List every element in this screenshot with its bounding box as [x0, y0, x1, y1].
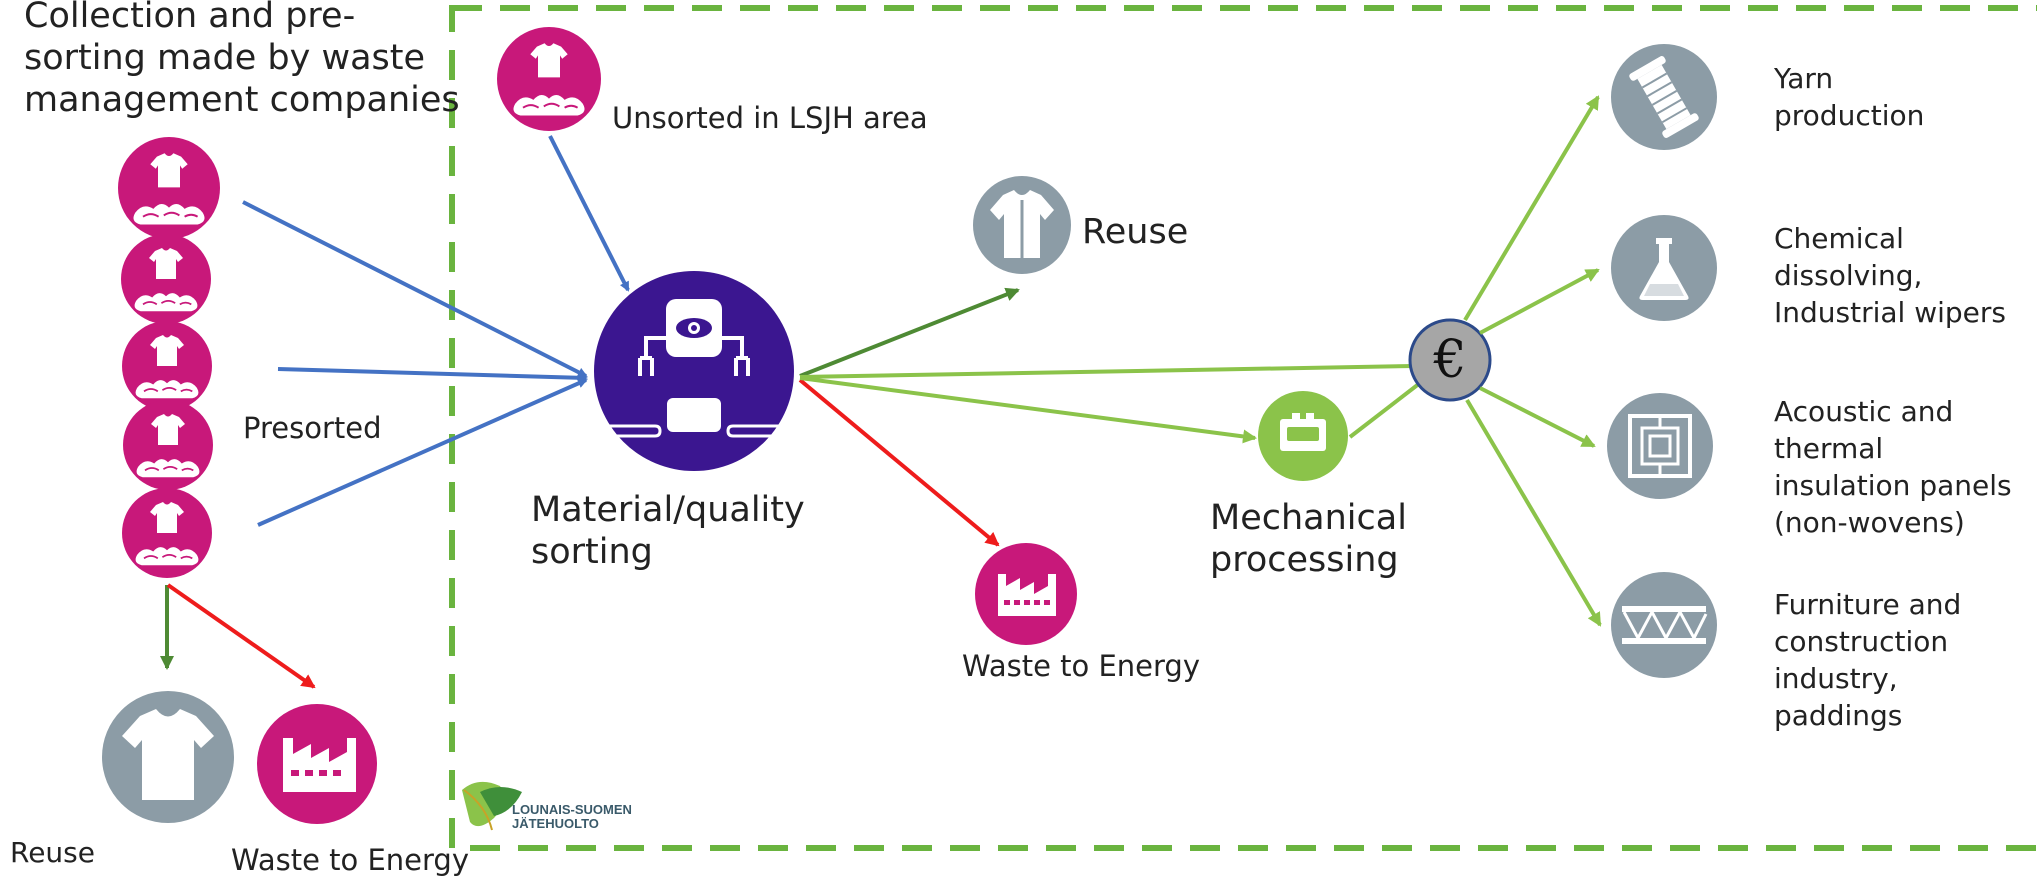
presorted-textile-icon-1	[118, 137, 220, 239]
collection-heading-line-2: sorting made by waste	[24, 38, 426, 78]
collection-heading-line-1: Collection and pre-	[24, 0, 356, 36]
output-furniture-line-2: construction	[1774, 625, 1949, 658]
euro-symbol: €	[1433, 330, 1467, 390]
arrow-to-furniture	[1465, 398, 1602, 627]
panel-icon	[1607, 393, 1713, 499]
waste-mid-label: Waste to Energy	[962, 649, 1200, 683]
factory-icon	[975, 543, 1077, 645]
line-mechanical-to-euro	[1348, 381, 1422, 439]
output-furniture-line-1: Furniture and	[1774, 588, 1962, 621]
presorted-textile-icon-2	[121, 234, 211, 324]
arrow-to-waste-mid	[798, 378, 1000, 547]
arrow-to-chemical	[1479, 268, 1600, 335]
arrow-unsorted	[548, 135, 630, 292]
arrow-to-acoustic	[1479, 386, 1596, 448]
padding-icon	[1611, 572, 1717, 678]
arrow-to-reuse-mid	[799, 287, 1020, 378]
collection-heading: Collection and pre- sorting made by wast…	[24, 0, 460, 121]
reuse-mid-label: Reuse	[1082, 212, 1189, 252]
sorting-label: Material/quality sorting	[531, 489, 805, 573]
collection-heading-line-3: management companies	[24, 80, 460, 120]
unsorted-label: Unsorted in LSJH area	[612, 101, 928, 135]
factory-left-icon	[257, 704, 377, 824]
arrow-to-yarn	[1463, 95, 1600, 322]
output-acoustic-line-3: insulation panels	[1774, 469, 2012, 502]
output-yarn-line-1: Yarn	[1774, 62, 1834, 95]
output-furniture-line-4: paddings	[1774, 699, 1903, 732]
euro-value-icon	[1408, 318, 1492, 402]
output-acoustic-line-1: Acoustic and	[1774, 395, 1954, 428]
output-chemical-label: Chemical dissolving, Industrial wipers	[1774, 220, 2006, 331]
output-acoustic-line-4: (non-wovens)	[1774, 506, 1965, 539]
line-to-euro	[799, 364, 1415, 379]
arrow-presorted-2	[277, 367, 588, 383]
output-acoustic-line-2: thermal	[1774, 432, 1884, 465]
mechanical-label: Mechanical processing	[1210, 497, 1407, 581]
company-logo-mark	[462, 781, 522, 831]
process-boundary	[449, 5, 2037, 851]
output-chemical-line-3: Industrial wipers	[1774, 296, 2006, 329]
spool-icon	[1611, 44, 1717, 150]
sorting-robot-icon	[594, 271, 794, 471]
logo-line-1: LOUNAIS-SUOMEN	[512, 802, 632, 817]
mechanical-processing-icon	[1258, 391, 1348, 481]
mechanical-label-line-1: Mechanical	[1210, 498, 1407, 538]
reuse-left-shirt-icon	[102, 691, 234, 823]
unsorted-textile-icon	[497, 27, 601, 131]
presorted-label: Presorted	[243, 411, 382, 445]
reuse-shirt-icon	[973, 176, 1071, 274]
output-furniture-label: Furniture and construction industry, pad…	[1774, 586, 1961, 734]
mechanical-label-line-2: processing	[1210, 540, 1399, 580]
presorted-textile-icon-5	[122, 488, 212, 578]
presorted-textile-icon-4	[123, 400, 213, 490]
logo-line-2: JÄTEHUOLTO	[512, 816, 599, 831]
arrow-to-waste-left	[166, 583, 316, 689]
output-yarn-label: Yarn production	[1774, 60, 1924, 134]
output-chemical-line-2: dissolving,	[1774, 259, 1923, 292]
presorted-textile-icon-3	[122, 321, 212, 411]
output-acoustic-label: Acoustic and thermal insulation panels (…	[1774, 393, 2012, 541]
arrow-to-mechanical	[799, 376, 1257, 444]
output-furniture-line-3: industry,	[1774, 662, 1898, 695]
output-yarn-line-2: production	[1774, 99, 1925, 132]
sorting-label-line-1: Material/quality	[531, 490, 805, 530]
reuse-left-label: Reuse	[10, 836, 95, 869]
company-logo-text: LOUNAIS-SUOMEN JÄTEHUOLTO	[512, 803, 632, 831]
arrow-presorted-3	[257, 378, 588, 527]
waste-left-label: Waste to Energy	[231, 843, 469, 877]
sorting-label-line-2: sorting	[531, 532, 653, 572]
flask-icon	[1611, 215, 1717, 321]
output-chemical-line-1: Chemical	[1774, 222, 1904, 255]
arrow-presorted-1	[242, 200, 588, 378]
